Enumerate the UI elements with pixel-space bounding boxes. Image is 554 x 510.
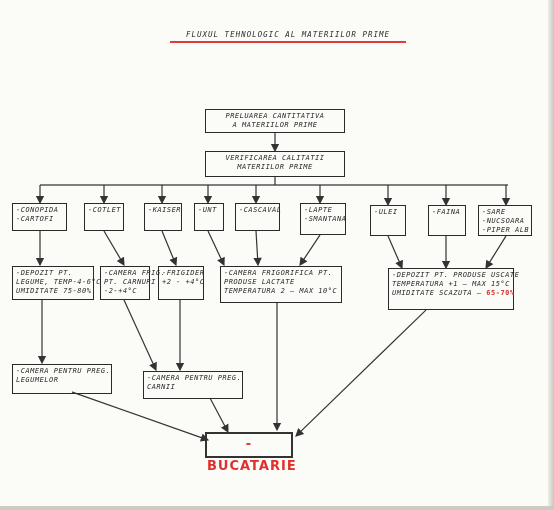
diagram-title: FLUXUL TEHNOLOGIC AL MATERIILOR PRIME (185, 30, 391, 39)
arrow-unt-lactate (207, 230, 225, 267)
item-sare-box: -SARE-NUCSOARA-PIPER ALB (478, 205, 532, 236)
arrow-kaiser-frigider (161, 230, 178, 267)
arrow-sare-uscate (485, 235, 507, 270)
paper-edge-shadow (548, 0, 554, 510)
arrow-uscate-kitchen (295, 309, 427, 437)
arrow-camera-prep-carne (123, 299, 157, 372)
storage-depozit-legume-box: -DEPOZIT PT.LEGUME, temp-4-6°CUMIDITATE … (12, 266, 100, 300)
storage-frigider-box: -FRIGIDER+2 - +4°C (158, 266, 204, 300)
arrow-cotlet-camera (103, 230, 125, 267)
arrow-cascaval-lactate (253, 230, 262, 267)
item-faina-box: -FAINA (428, 205, 466, 236)
prep-carne-box: -CAMERA PENTRU PREG.CARNII (143, 371, 243, 399)
item-lapte-box: -LAPTE-SMANTANA (300, 203, 346, 235)
kitchen-box: -BUCATARIE (205, 432, 296, 474)
item-cotlet-box: -COTLET (84, 203, 124, 231)
arrow-ulei-uscate (387, 235, 403, 270)
prep-legume-box: -CAMERA PENTRU PREG.LEGUMELOR (12, 364, 112, 394)
paper-bottom-edge (0, 506, 554, 510)
arrow-prep-carne-kitchen (209, 397, 229, 434)
item-kaiser-box: -KAISER (144, 203, 182, 231)
item-cono-box: -CONOPIDA-CARTOFI (12, 203, 67, 231)
arrow-prep-legume-kitchen (71, 391, 210, 442)
arrow-lapte-lactate (299, 234, 321, 266)
title-underline (170, 41, 406, 43)
storage-camera-frig-box: -CAMERA FRIG.PT. CARNURI-2-+4°C (100, 266, 165, 300)
item-cascaval-box: -CASCAVAL (235, 203, 281, 231)
item-unt-box: -UNT (194, 203, 224, 231)
humidity-value: 65-70% (486, 289, 515, 297)
item-ulei-box: -ULEI (370, 205, 406, 236)
